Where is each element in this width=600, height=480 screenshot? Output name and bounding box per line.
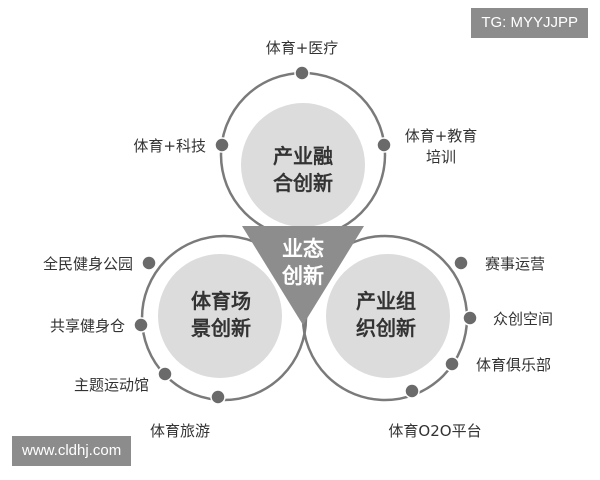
node-label: 体育+教育 <box>405 127 478 145</box>
top-inner-circle <box>241 103 365 227</box>
node-dot <box>214 137 230 153</box>
node-dot <box>453 255 469 271</box>
left-circle-title-line1: 体育场 <box>191 289 251 313</box>
node-label: 共享健身仓 <box>50 317 125 335</box>
watermark-top-right: TG: MYYJJPP <box>471 8 588 38</box>
watermark-bottom-left: www.cldhj.com <box>12 436 132 466</box>
node-label: 体育旅游 <box>150 422 210 440</box>
node-dot <box>404 383 420 399</box>
left-inner-circle <box>158 254 282 378</box>
top-circle-title-line1: 产业融 <box>273 144 333 168</box>
right-circle-title-line2: 织创新 <box>356 316 416 340</box>
left-circle-title-line2: 景创新 <box>191 316 251 340</box>
node-label: 众创空间 <box>493 310 553 328</box>
node-label: 体育俱乐部 <box>476 356 551 374</box>
top-circle-title-line2: 合创新 <box>273 171 333 195</box>
node-label: 体育O2O平台 <box>388 422 481 440</box>
node-label: 培训 <box>426 148 456 166</box>
center-label-line2: 创新 <box>281 264 324 288</box>
node-dot <box>376 137 392 153</box>
node-dot <box>294 65 310 81</box>
node-dot <box>133 317 149 333</box>
node-dot <box>157 366 173 382</box>
node-label: 主题运动馆 <box>74 376 149 394</box>
center-label-line1: 业态 <box>282 237 324 261</box>
node-label: 全民健身公园 <box>43 255 133 273</box>
node-label: 体育+科技 <box>133 137 206 155</box>
right-circle-title-line1: 产业组 <box>356 289 416 313</box>
node-dot <box>444 356 460 372</box>
node-label: 赛事运营 <box>485 255 545 273</box>
node-label: 体育+医疗 <box>266 39 339 57</box>
node-dot <box>141 255 157 271</box>
center-triangle <box>242 226 364 325</box>
right-inner-circle <box>326 254 450 378</box>
node-dot <box>210 389 226 405</box>
node-dot <box>462 310 478 326</box>
